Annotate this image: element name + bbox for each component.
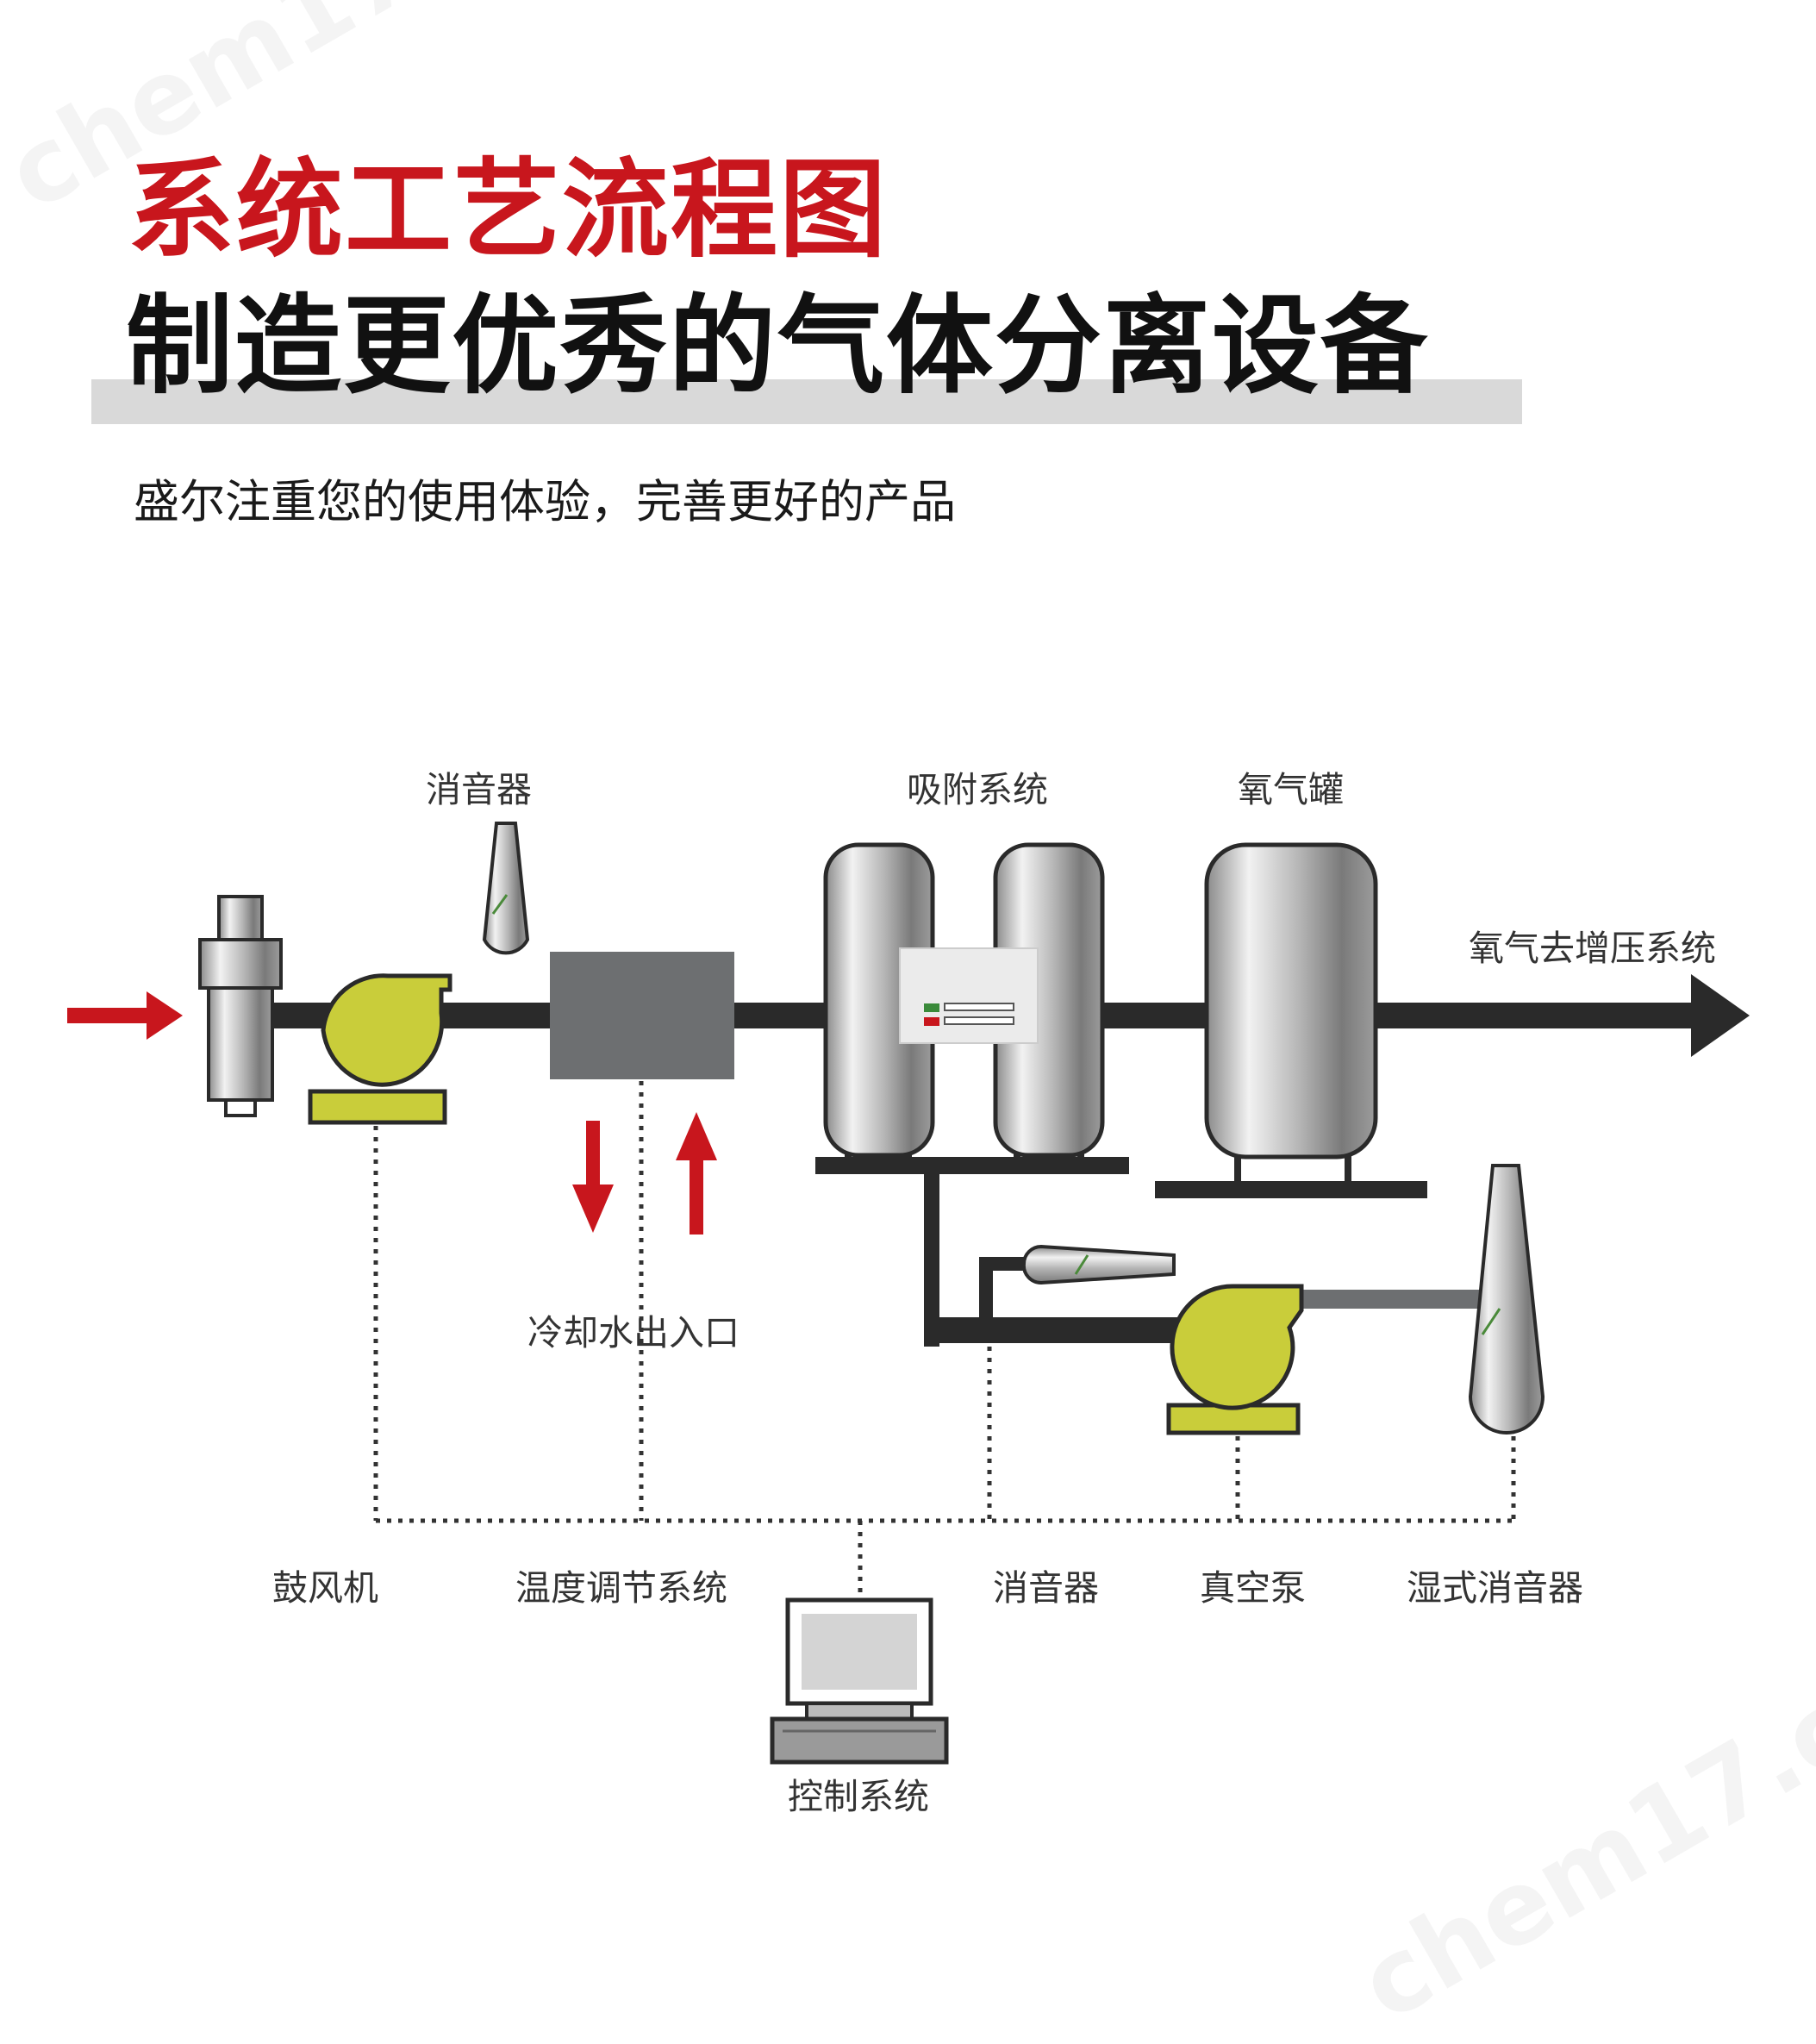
label-wet-silencer: 湿式消音器 <box>1407 1567 1583 1609</box>
silencer-icon <box>482 822 530 955</box>
inlet-arrow-icon <box>67 991 183 1040</box>
page-subtitle-heading: 制造更优秀的气体分离设备 <box>126 284 1430 409</box>
blower-icon <box>308 973 452 1125</box>
label-blower: 鼓风机 <box>272 1567 378 1609</box>
adsorption-towers <box>815 842 1129 1174</box>
control-signal-lines <box>373 1081 1516 1597</box>
label-top-silencer: 消音器 <box>426 769 532 810</box>
label-adsorption-system: 吸附系统 <box>907 769 1048 810</box>
intake-filter <box>198 895 283 1117</box>
vacuum-line <box>924 1174 1482 1347</box>
wet-silencer-icon <box>1468 1164 1545 1435</box>
label-to-booster-system: 氧气去增压系统 <box>1469 928 1716 969</box>
label-oxygen-tank: 氧气罐 <box>1238 769 1344 810</box>
control-computer-icon <box>770 1597 949 1765</box>
silencer-small-icon <box>1021 1244 1176 1285</box>
temperature-control-block <box>550 952 734 1079</box>
cooling-water-arrows-icon <box>572 1112 717 1235</box>
title-underline-bar <box>91 379 1522 424</box>
page-title: 系统工艺流程图 <box>128 148 889 272</box>
page-tagline: 盛尔注重您的使用体验，完善更好的产品 <box>134 476 956 528</box>
label-vacuum-pump: 真空泵 <box>1200 1567 1306 1609</box>
label-control-system: 控制系统 <box>788 1776 929 1817</box>
oxygen-tank <box>1155 842 1427 1198</box>
plc-panel-icon <box>899 947 1039 1044</box>
vacuum-pump-icon <box>1166 1284 1304 1435</box>
label-silencer: 消音器 <box>993 1567 1099 1609</box>
label-cooling-water: 冷却水出入口 <box>527 1312 740 1353</box>
label-temperature-system: 温度调节系统 <box>515 1567 727 1609</box>
